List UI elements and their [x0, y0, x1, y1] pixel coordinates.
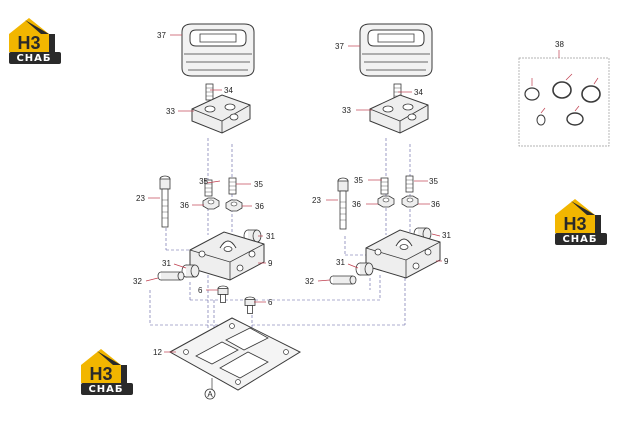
callout-23: 23 — [312, 196, 321, 205]
logo-mark-text: H3 — [89, 364, 112, 384]
callout-9: 9 — [444, 257, 449, 266]
callout-36-b: 36 — [431, 200, 440, 209]
bushing-31-b — [355, 262, 374, 276]
callout-35-a: 35 — [354, 176, 363, 185]
mounting-plate-12 — [168, 317, 302, 391]
callout-36-b: 36 — [255, 202, 264, 211]
callout-33: 33 — [342, 106, 351, 115]
view-marker-circle — [204, 388, 216, 400]
callout-36-a: 36 — [180, 201, 189, 210]
nut-36-b — [401, 195, 419, 208]
seal-kit-38: 38 — [518, 40, 610, 147]
o-ring-small — [524, 87, 540, 101]
callout-31-b: 31 — [336, 258, 345, 267]
callout-37: 37 — [335, 42, 344, 51]
leader-lines-right — [317, 45, 442, 282]
callout-38: 38 — [555, 40, 564, 49]
callout-35-b: 35 — [429, 177, 438, 186]
stud-35-b — [405, 175, 414, 193]
callout-12: 12 — [153, 348, 162, 357]
callout-31-a: 31 — [442, 231, 451, 240]
view-marker-label: A — [207, 390, 213, 399]
callout-36-a: 36 — [352, 200, 361, 209]
stud-35-a — [380, 177, 389, 195]
nut-36-b — [225, 199, 243, 212]
nut-36-a — [202, 197, 220, 210]
callout-31-b: 31 — [162, 259, 171, 268]
stud-35-b — [228, 177, 237, 195]
o-ring-large — [581, 85, 601, 103]
alignment-lines-right — [252, 138, 411, 326]
callout-32: 32 — [133, 277, 142, 286]
stud-34 — [205, 83, 214, 101]
callout-32: 32 — [305, 277, 314, 286]
bracket-33 — [191, 94, 251, 134]
callout-35-b: 35 — [254, 180, 263, 189]
logo-mark-text: H3 — [563, 214, 586, 234]
pin-32 — [157, 271, 185, 281]
leader-lines-left — [145, 34, 266, 353]
bolt-23 — [337, 177, 349, 230]
logo-mark-text: H3 — [17, 33, 40, 53]
callout-34: 34 — [224, 86, 233, 95]
brand-logo-top-left: H3 СНАБ — [5, 12, 63, 64]
right-assembly: 37 34 33 35 35 23 36 36 31 9 31 32 — [252, 23, 451, 326]
bushing-31-b — [181, 264, 200, 278]
screw-6-b — [244, 296, 256, 314]
rubber-boot-37 — [359, 23, 433, 77]
o-ring-tiny — [536, 114, 546, 126]
logo-mark-icon: H3 — [9, 18, 61, 64]
bolt-23 — [159, 175, 171, 228]
brand-logo-bottom-left: H3 СНАБ — [77, 343, 135, 395]
rubber-boot-37 — [181, 23, 255, 77]
nut-36-a — [377, 195, 395, 208]
seal-ring — [566, 112, 584, 126]
callout-6-b: 6 — [268, 298, 273, 307]
callout-labels-left: 37 34 33 35 35 23 36 36 31 9 31 32 6 6 1… — [133, 31, 275, 357]
callout-33: 33 — [166, 107, 175, 116]
logo-caption: СНАБ — [16, 53, 52, 64]
logo-caption: СНАБ — [88, 384, 124, 395]
logo-caption: СНАБ — [562, 234, 598, 245]
left-assembly: A 37 34 33 35 35 23 36 36 — [133, 23, 302, 400]
callout-labels-right: 37 34 33 35 35 23 36 36 31 9 31 32 — [305, 42, 451, 286]
callout-35-a: 35 — [199, 177, 208, 186]
brand-logo-right: H3 СНАБ — [551, 193, 609, 245]
callout-6-a: 6 — [198, 286, 203, 295]
callout-31-a: 31 — [266, 232, 275, 241]
logo-mark-icon: H3 — [555, 199, 607, 245]
callout-34: 34 — [414, 88, 423, 97]
bracket-33 — [369, 94, 429, 134]
logo-mark-icon: H3 — [81, 349, 133, 395]
pin-32 — [329, 275, 357, 285]
callout-23: 23 — [136, 194, 145, 203]
o-ring-medium — [552, 81, 572, 99]
callout-37: 37 — [157, 31, 166, 40]
callout-9: 9 — [268, 259, 273, 268]
